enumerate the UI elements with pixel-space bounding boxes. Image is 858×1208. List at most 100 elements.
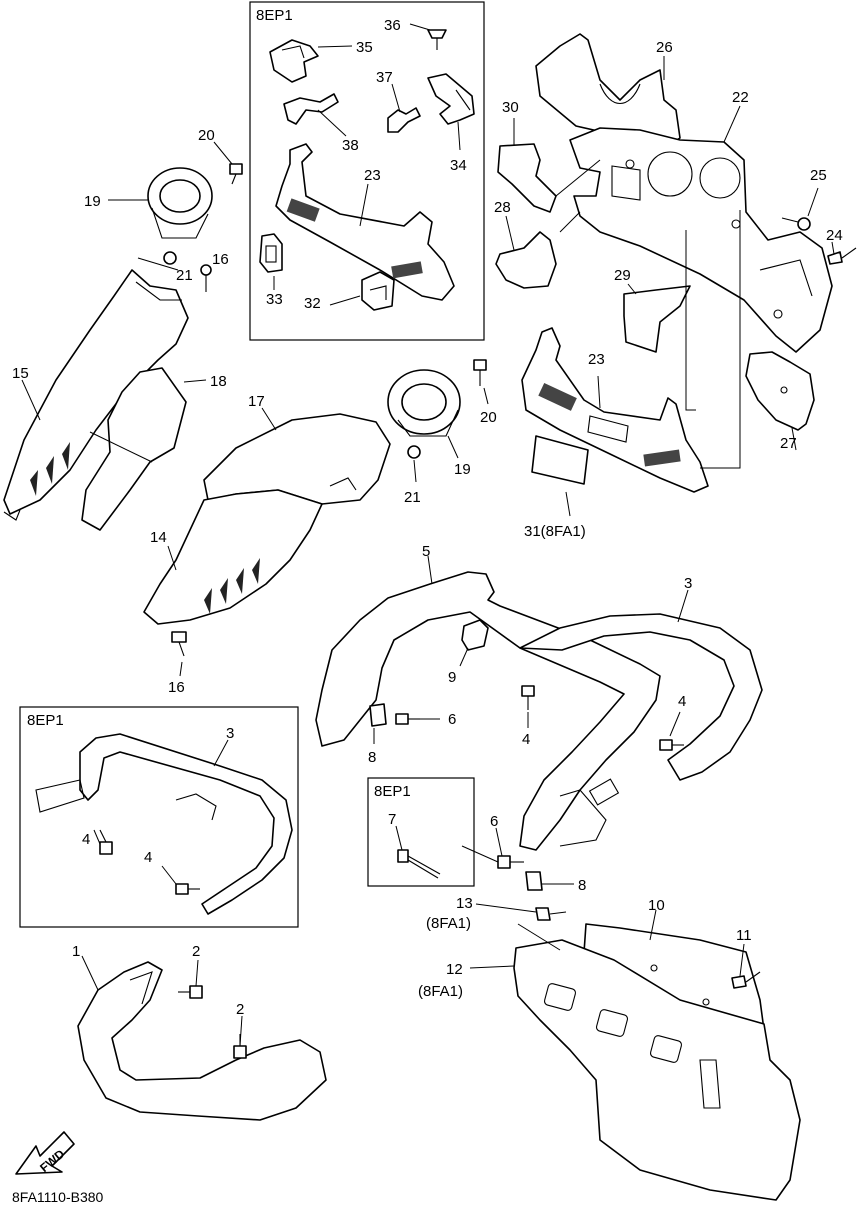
part-6-bolt-b: [497, 855, 524, 869]
part-6-bolt-a: [395, 713, 420, 725]
callout-6a: 6: [448, 711, 456, 728]
callout-28: 28: [494, 199, 511, 216]
callout-32: 32: [304, 295, 321, 312]
callout-14: 14: [150, 529, 167, 546]
callout-36: 36: [384, 17, 401, 34]
part-16-bolt-lower: [171, 631, 187, 657]
callout-3a: 3: [684, 575, 692, 592]
callout-19a: 19: [84, 193, 101, 210]
part-34-bracket: [427, 73, 475, 125]
part-37-bracket: [387, 107, 421, 133]
callout-21b: 21: [404, 489, 421, 506]
part-8-nut-a: [369, 703, 387, 727]
variant-box-left-label: 8EP1: [27, 712, 64, 729]
part-21-nut-right: [407, 445, 421, 459]
variant-box-middle-label: 8EP1: [374, 783, 411, 800]
callout-26: 26: [656, 39, 673, 56]
callout-19b: 19: [454, 461, 471, 478]
fwd-arrow-icon: FWD: [15, 1131, 75, 1175]
callout-20b: 20: [480, 409, 497, 426]
part-15-side-cover-left: [3, 269, 189, 521]
callout-16b: 16: [168, 679, 185, 696]
part-21-nut-left: [163, 251, 177, 265]
callout-4d: 4: [144, 849, 152, 866]
callout-37: 37: [376, 69, 393, 86]
part-17-hood-upper: [203, 413, 391, 505]
part-11-screw: [731, 971, 761, 989]
callout-38: 38: [342, 137, 359, 154]
callout-13-variant: (8FA1): [426, 915, 471, 932]
part-3-guard-bar-main: [519, 613, 763, 781]
part-9-block: [461, 619, 489, 651]
part-12-plate: [513, 939, 801, 1201]
callout-3b: 3: [226, 725, 234, 742]
part-2-bolt-a: [178, 985, 203, 999]
callout-29: 29: [614, 267, 631, 284]
part-7-long-bolt: [397, 849, 441, 879]
callout-2b: 2: [236, 1001, 244, 1018]
variant-box-left: [19, 706, 299, 928]
callout-34: 34: [450, 157, 467, 174]
callout-35: 35: [356, 39, 373, 56]
variant-box-top: [249, 1, 485, 341]
callout-7: 7: [388, 811, 396, 828]
callout-1: 1: [72, 943, 80, 960]
callout-5: 5: [422, 543, 430, 560]
callout-17: 17: [248, 393, 265, 410]
callout-15: 15: [12, 365, 29, 382]
part-22-dash-panel: [569, 127, 833, 353]
callout-30: 30: [502, 99, 519, 116]
part-32-clip: [361, 271, 395, 311]
callout-33: 33: [266, 291, 283, 308]
callout-12-variant: (8FA1): [418, 983, 463, 1000]
part-4-bolt-variant-b: [175, 883, 200, 895]
callout-6b: 6: [490, 813, 498, 830]
part-31-emblem: [531, 435, 589, 485]
variant-box-top-label: 8EP1: [256, 7, 293, 24]
callout-24: 24: [826, 227, 843, 244]
part-4-bolt-variant-a: [99, 829, 113, 855]
part-20-bolt-left: [229, 163, 243, 185]
callout-11: 11: [736, 927, 752, 944]
part-4-bolt-main-b: [659, 739, 684, 751]
part-27-side-bracket: [745, 351, 815, 431]
part-1-front-cowl: [77, 961, 327, 1121]
part-19-light-housing-right: [387, 369, 461, 437]
callout-23a: 23: [364, 167, 381, 184]
part-19-light-housing-left: [147, 167, 213, 239]
part-4-bolt-main-a: [521, 685, 535, 710]
part-33-grommet: [259, 233, 283, 273]
part-3-guard-bar-variant: [35, 733, 293, 915]
callout-8a: 8: [368, 749, 376, 766]
callout-4a: 4: [522, 731, 530, 748]
callout-2a: 2: [192, 943, 200, 960]
part-25-screw: [781, 217, 811, 231]
callout-23b: 23: [588, 351, 605, 368]
variant-box-middle: [367, 777, 475, 887]
callout-22: 22: [732, 89, 749, 106]
callout-13: 13: [456, 895, 473, 912]
callout-21a: 21: [176, 267, 193, 284]
part-18-panel: [81, 367, 187, 531]
callout-25: 25: [810, 167, 827, 184]
part-13-rivet: [535, 907, 567, 921]
part-23-lower-cover: [521, 327, 709, 493]
callout-27: 27: [780, 435, 797, 452]
part-29-bracket: [623, 285, 691, 353]
callout-9: 9: [448, 669, 456, 686]
part-14-hood-lower: [143, 489, 323, 625]
callout-4b: 4: [678, 693, 686, 710]
callout-10: 10: [648, 897, 665, 914]
callout-12: 12: [446, 961, 463, 978]
part-28-bracket: [495, 231, 557, 289]
part-8-nut-b: [525, 871, 543, 891]
part-16-bolt-upper: [200, 264, 212, 292]
part-24-rivet: [827, 247, 857, 265]
callout-16a: 16: [212, 251, 229, 268]
callout-20a: 20: [198, 127, 215, 144]
diagram-code: 8FA1110-B380: [12, 1189, 104, 1205]
callout-31: 31(8FA1): [524, 523, 586, 540]
part-38-bracket: [283, 93, 339, 125]
part-30-bracket: [497, 143, 557, 213]
part-20-bolt-right: [473, 359, 487, 386]
